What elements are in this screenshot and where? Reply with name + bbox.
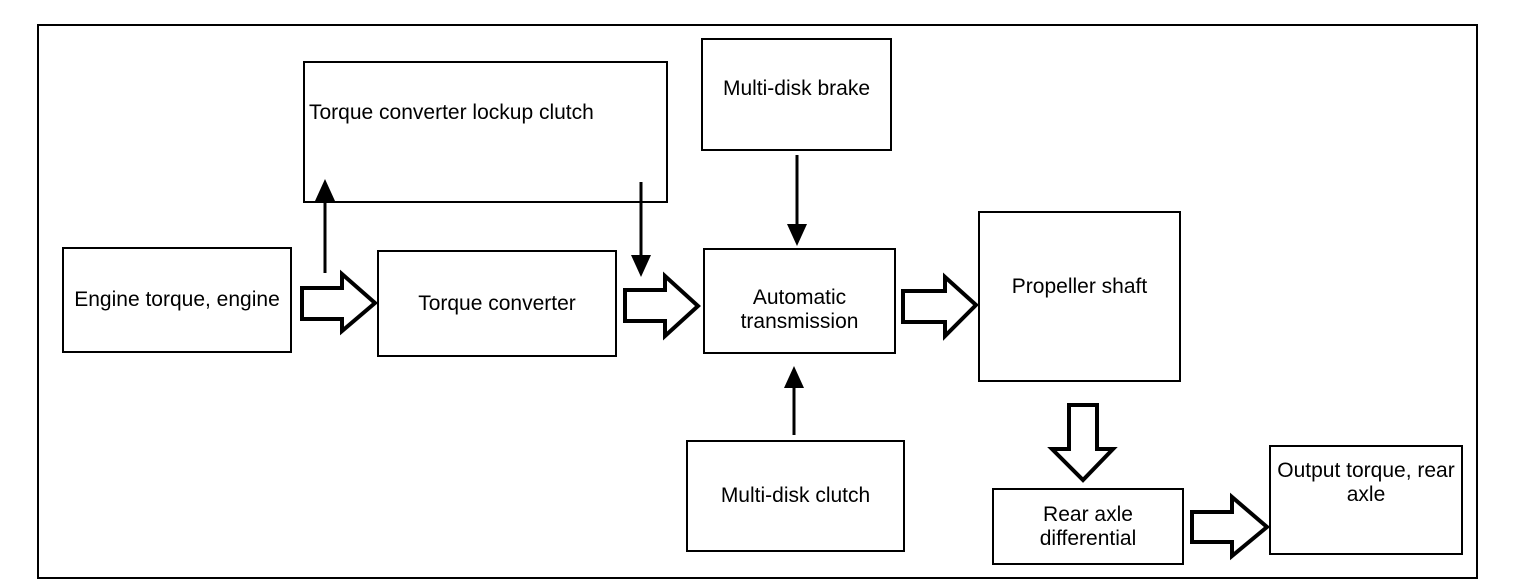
node-label: Torque converter bbox=[418, 291, 576, 315]
node-label: Torque converter lockup clutch bbox=[309, 101, 594, 124]
node-automatic-transmission: Automatic transmission bbox=[703, 248, 896, 354]
node-multi-disk-brake: Multi-disk brake bbox=[701, 38, 892, 151]
node-rear-axle-differential: Rear axle differential bbox=[992, 488, 1184, 565]
node-label: Output torque, rear axle bbox=[1277, 459, 1455, 506]
node-label: Propeller shaft bbox=[1011, 275, 1148, 298]
node-label: Engine torque, engine bbox=[74, 288, 280, 311]
node-propeller-shaft: Propeller shaft bbox=[978, 211, 1181, 382]
node-engine-torque: Engine torque, engine bbox=[62, 247, 292, 353]
node-label: Automatic transmission bbox=[740, 286, 859, 333]
node-label: Multi-disk clutch bbox=[720, 484, 871, 507]
node-torque-converter-lockup-clutch: Torque converter lockup clutch bbox=[303, 61, 668, 203]
node-label: Rear axle differential bbox=[1039, 502, 1137, 550]
node-torque-converter: Torque converter bbox=[377, 250, 617, 357]
node-label: Multi-disk brake bbox=[722, 77, 871, 100]
node-output-torque: Output torque, rear axle bbox=[1269, 445, 1463, 555]
node-multi-disk-clutch: Multi-disk clutch bbox=[686, 440, 905, 552]
